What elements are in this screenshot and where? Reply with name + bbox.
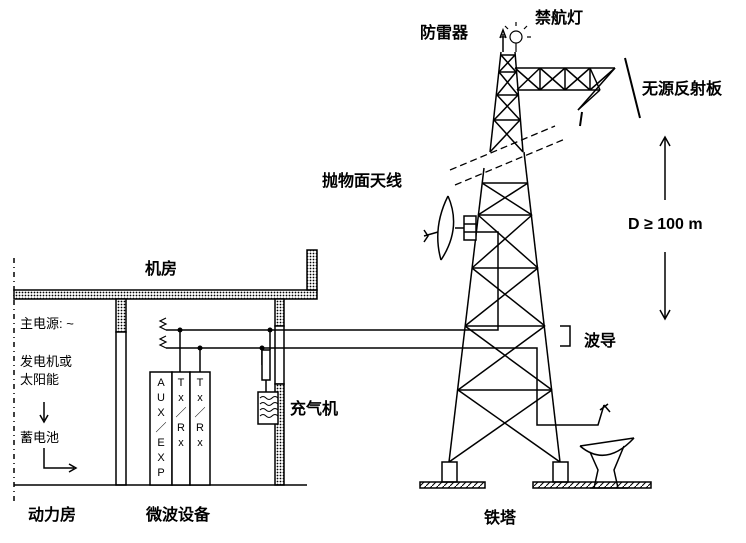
rack-2-char: x bbox=[178, 437, 184, 449]
tower-leg-right bbox=[523, 151, 561, 463]
rack-1-char: U bbox=[157, 392, 165, 404]
waveguides bbox=[158, 231, 605, 426]
rack-3-char: R bbox=[196, 422, 204, 434]
rack-1-char: X bbox=[157, 452, 165, 464]
parabolic-antenna-ground bbox=[579, 403, 635, 489]
power-room-label: 动力房 bbox=[28, 505, 76, 524]
tower-leg-left bbox=[448, 167, 485, 463]
waveguide-upper bbox=[166, 231, 499, 331]
junction-dots bbox=[177, 327, 273, 351]
footing-right bbox=[552, 461, 569, 483]
microwave-equipment-label: 微波设备 bbox=[145, 505, 211, 524]
distance-arrows bbox=[659, 135, 671, 321]
passive-reflector-label: 无源反射板 bbox=[641, 79, 723, 98]
battery-label: 蓄电池 bbox=[20, 430, 59, 445]
parabolic-antenna-tower bbox=[423, 195, 477, 261]
lightning-rod-label: 防雷器 bbox=[420, 23, 469, 42]
beam-lines bbox=[449, 125, 566, 186]
rack-1-char: A bbox=[157, 377, 165, 389]
main-power-label: 主电源: ~ bbox=[20, 316, 74, 331]
rack-txrx-2 bbox=[189, 371, 211, 486]
parabolic-antenna-label: 抛物面天线 bbox=[322, 171, 402, 190]
distance-label: D ≥ 100 m bbox=[628, 216, 703, 233]
aviation-light bbox=[501, 22, 531, 52]
rack-2-char: x bbox=[178, 392, 184, 404]
rack-1-char: X bbox=[157, 407, 165, 419]
waveguide-lower bbox=[166, 347, 605, 426]
passive-reflector bbox=[579, 57, 641, 127]
rack-2-char: ／ bbox=[176, 406, 187, 419]
air-charger bbox=[257, 391, 279, 425]
ground-hatch-left bbox=[419, 481, 486, 489]
generator-label-line2: 太阳能 bbox=[20, 372, 59, 387]
column-inner bbox=[115, 331, 127, 486]
termination-upper bbox=[158, 317, 168, 331]
roof-slab bbox=[13, 289, 318, 300]
column-inner-top bbox=[115, 298, 127, 333]
rack-1-char: P bbox=[157, 467, 164, 479]
equipment-racks bbox=[149, 371, 211, 486]
termination-lower bbox=[158, 335, 168, 349]
rack-3-char: x bbox=[197, 437, 203, 449]
rack-1-char: E bbox=[157, 437, 164, 449]
rack-3-char: ／ bbox=[195, 406, 206, 419]
roof-parapet bbox=[306, 249, 318, 291]
aviation-light-label: 禁航灯 bbox=[535, 8, 583, 27]
rack-3-char: T bbox=[197, 377, 204, 389]
wall-right bbox=[274, 325, 285, 385]
rack-2-char: T bbox=[178, 377, 185, 389]
air-charger-label: 充气机 bbox=[290, 399, 338, 418]
footing-left bbox=[441, 461, 458, 483]
waveguide-label: 波导 bbox=[584, 331, 616, 350]
tower-label: 铁塔 bbox=[484, 508, 517, 527]
tower bbox=[448, 27, 616, 463]
generator-label-line1: 发电机或 bbox=[20, 354, 72, 369]
power-arrows bbox=[39, 402, 78, 473]
machine-room-label: 机房 bbox=[145, 259, 177, 278]
waveguide-bracket bbox=[560, 325, 571, 347]
rack-1-char: ／ bbox=[156, 421, 167, 434]
air-valve bbox=[261, 349, 271, 381]
rack-3-char: x bbox=[197, 392, 203, 404]
ground bbox=[419, 461, 652, 489]
mast-leg-left bbox=[489, 51, 502, 153]
ground-hatch-right bbox=[532, 481, 652, 489]
rack-2-char: R bbox=[177, 422, 185, 434]
wall-right-top bbox=[274, 298, 285, 327]
mast-leg-right bbox=[514, 51, 524, 153]
